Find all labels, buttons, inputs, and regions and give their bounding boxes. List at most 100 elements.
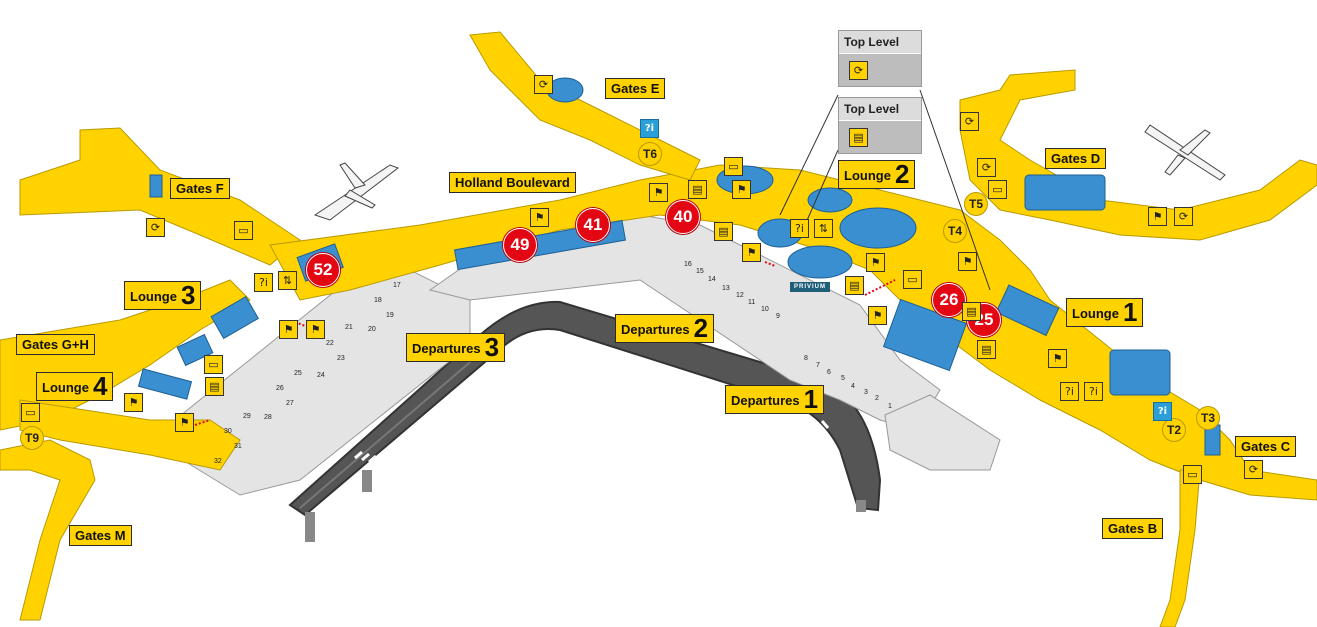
- transfer-t5[interactable]: T5: [964, 192, 988, 216]
- privium-badge: PRIVIUM: [790, 282, 831, 292]
- gate-number: 20: [368, 326, 376, 333]
- info-icon[interactable]: ?i: [254, 273, 273, 292]
- gate-number: 12: [736, 292, 744, 299]
- tax-free-icon: ▭: [903, 270, 922, 289]
- gates-d-label: Gates D: [1045, 148, 1107, 169]
- lounge-icon: ▤: [977, 340, 996, 359]
- gate-number: 22: [326, 340, 334, 347]
- marker-26[interactable]: 26: [932, 283, 966, 317]
- lounge-icon: ▤: [205, 377, 224, 396]
- transfer-t6[interactable]: T6: [638, 142, 662, 166]
- security-icon: ⚑: [124, 393, 143, 412]
- transfer-icon: ⟳: [960, 112, 979, 131]
- gate-number: 16: [684, 261, 692, 268]
- gates-e-label: Gates E: [605, 78, 666, 99]
- gate-number: 15: [696, 268, 704, 275]
- gate-number: 1: [888, 403, 892, 410]
- departures-ramp: [288, 300, 882, 542]
- marker-52[interactable]: 52: [306, 253, 340, 287]
- transfer-icon: ⟳: [534, 75, 553, 94]
- gate-number: 23: [337, 355, 345, 362]
- transfer-t9[interactable]: T9: [20, 426, 44, 450]
- info-icon[interactable]: ?i: [1060, 382, 1079, 401]
- gate-number: 18: [374, 297, 382, 304]
- buildings: [137, 77, 1221, 456]
- marker-41[interactable]: 41: [576, 208, 610, 242]
- airplane-left: [313, 162, 400, 221]
- info-icon[interactable]: ?i: [1084, 382, 1103, 401]
- gate-number: 32: [214, 458, 222, 465]
- elevator-icon: ⇅: [278, 271, 297, 290]
- gate-number: 24: [317, 372, 325, 379]
- security-icon: ⚑: [732, 180, 751, 199]
- security-icon: ⚑: [175, 413, 194, 432]
- top-level-box: Top Level ⟳: [838, 30, 922, 87]
- tax-free-icon: ▭: [724, 157, 743, 176]
- tax-free-icon: ▭: [21, 403, 40, 422]
- tax-free-icon: ▭: [1183, 465, 1202, 484]
- lounge-icon: ▤: [714, 222, 733, 241]
- info-icon[interactable]: ?i: [790, 219, 809, 238]
- gate-number: 8: [804, 355, 808, 362]
- gate-number: 7: [816, 362, 820, 369]
- gate-number: 30: [224, 428, 232, 435]
- lounge-icon: ▤: [688, 180, 707, 199]
- gate-number: 3: [864, 389, 868, 396]
- transfer-t3[interactable]: T3: [1196, 406, 1220, 430]
- transfer-icon: ⟳: [146, 218, 165, 237]
- gate-number: 9: [776, 313, 780, 320]
- security-icon: ⚑: [958, 252, 977, 271]
- tax-free-icon: ▭: [204, 355, 223, 374]
- lounge-icon: ▤: [849, 128, 868, 147]
- transfer-icon: ⟳: [849, 61, 868, 80]
- gate-number: 6: [827, 369, 831, 376]
- gate-number: 26: [276, 385, 284, 392]
- info-icon[interactable]: ?i: [1153, 402, 1172, 421]
- security-icon: ⚑: [306, 320, 325, 339]
- gate-number: 17: [393, 282, 401, 289]
- tax-free-icon: ▭: [234, 221, 253, 240]
- holland-boulevard-label: Holland Boulevard: [449, 172, 576, 193]
- security-icon: ⚑: [279, 320, 298, 339]
- lounge-icon: ▤: [962, 302, 981, 321]
- gate-number: 28: [264, 414, 272, 421]
- security-icon: ⚑: [1048, 349, 1067, 368]
- transfer-t4[interactable]: T4: [943, 219, 967, 243]
- info-icon[interactable]: ?i: [640, 119, 659, 138]
- transfer-icon: ⟳: [977, 158, 996, 177]
- transfer-t2[interactable]: T2: [1162, 418, 1186, 442]
- gates-b-label: Gates B: [1102, 518, 1164, 539]
- security-icon: ⚑: [742, 243, 761, 262]
- gates-gh-label: Gates G+H: [16, 334, 95, 355]
- top-level-title: Top Level: [839, 31, 921, 54]
- gate-number: 10: [761, 306, 769, 313]
- gates-f-label: Gates F: [170, 178, 230, 199]
- top-level-box: Top Level ▤: [838, 97, 922, 154]
- lounge-icon: ▤: [845, 276, 864, 295]
- gates-m-label: Gates M: [69, 525, 132, 546]
- marker-40[interactable]: 40: [666, 200, 700, 234]
- transfer-icon: ⟳: [1244, 460, 1263, 479]
- security-icon: ⚑: [866, 253, 885, 272]
- gate-number: 4: [851, 383, 855, 390]
- security-icon: ⚑: [649, 183, 668, 202]
- gate-number: 11: [748, 299, 756, 306]
- gate-number: 25: [294, 370, 302, 377]
- marker-49[interactable]: 49: [503, 228, 537, 262]
- security-icon: ⚑: [868, 306, 887, 325]
- gate-number: 13: [722, 285, 730, 292]
- gate-number: 19: [386, 312, 394, 319]
- gate-number: 31: [234, 443, 242, 450]
- gates-c-label: Gates C: [1235, 436, 1297, 457]
- elevator-icon: ⇅: [814, 219, 833, 238]
- security-icon: ⚑: [1148, 207, 1167, 226]
- top-level-title: Top Level: [839, 98, 921, 121]
- gate-number: 14: [708, 276, 716, 283]
